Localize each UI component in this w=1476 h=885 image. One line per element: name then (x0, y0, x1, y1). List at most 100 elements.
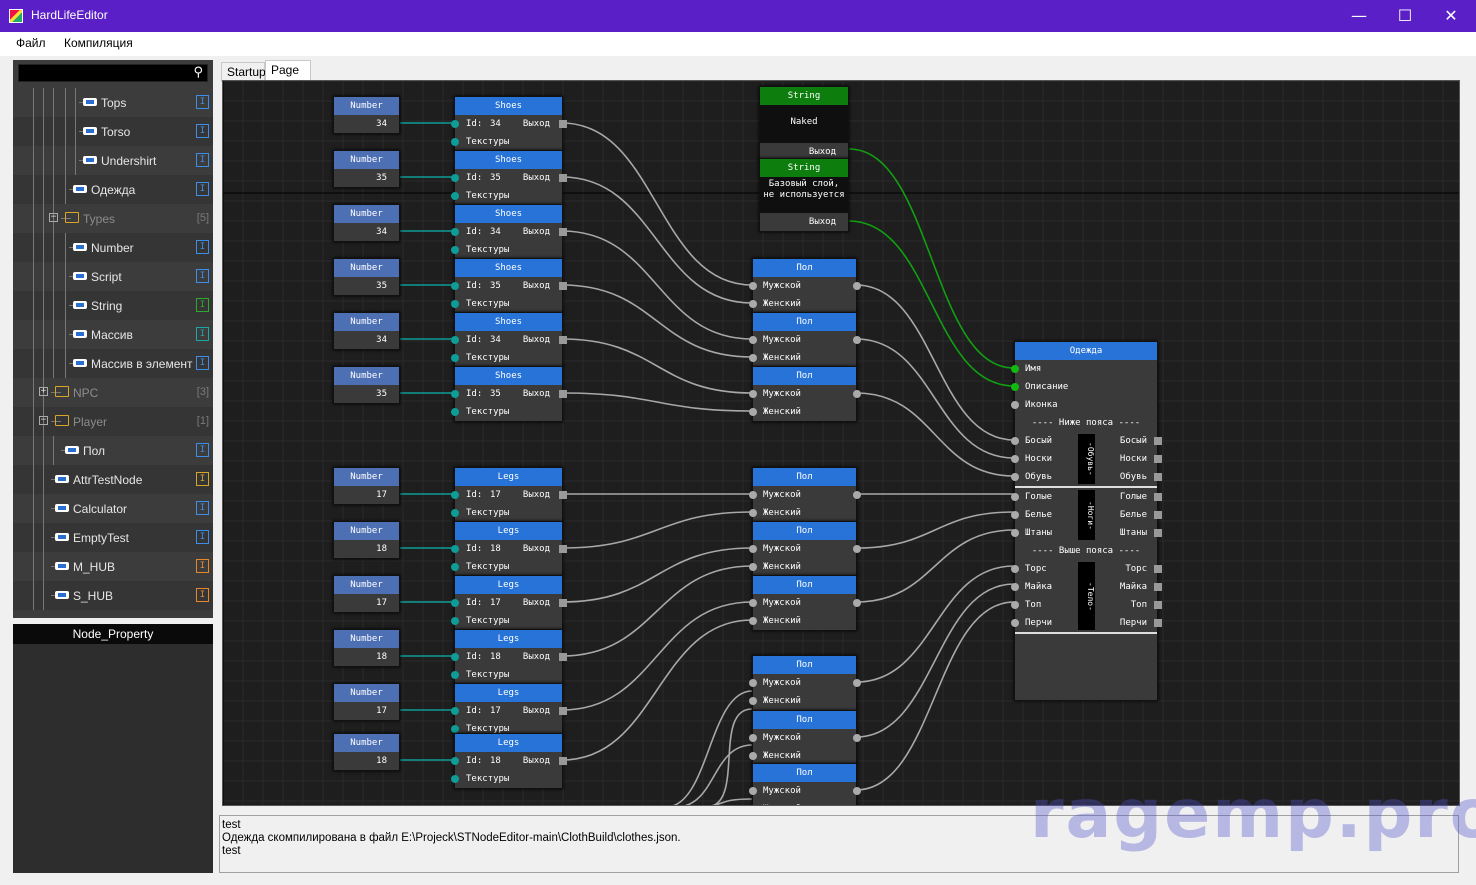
tab-startup[interactable]: Startup (221, 62, 266, 82)
input-port[interactable] (451, 282, 459, 290)
output-port[interactable] (853, 282, 861, 290)
output-port[interactable] (1154, 437, 1162, 445)
close-button[interactable]: ✕ (1444, 6, 1458, 25)
input-port[interactable] (1011, 601, 1019, 609)
input-port[interactable] (1011, 383, 1019, 391)
input-port[interactable] (749, 734, 757, 742)
collapse-icon[interactable]: − (49, 212, 58, 222)
input-port[interactable] (749, 752, 757, 760)
input-port[interactable] (451, 545, 459, 553)
output-port[interactable] (559, 545, 567, 553)
output-port[interactable] (853, 787, 861, 795)
search-icon[interactable]: ⚲ (193, 65, 203, 80)
output-port[interactable] (559, 336, 567, 344)
input-port[interactable] (451, 757, 459, 765)
output-port[interactable] (853, 390, 861, 398)
input-port[interactable] (749, 408, 757, 416)
output-port[interactable] (1154, 529, 1162, 537)
input-port[interactable] (749, 617, 757, 625)
output-port[interactable] (1154, 493, 1162, 501)
output-port[interactable] (559, 653, 567, 661)
input-port[interactable] (1011, 473, 1019, 481)
tree-item-npc[interactable]: +NPC[3] (13, 378, 213, 407)
input-port[interactable] (749, 805, 757, 806)
menu-compile[interactable]: Компиляция (64, 36, 133, 50)
input-port[interactable] (1011, 619, 1019, 627)
maximize-button[interactable]: ☐ (1397, 6, 1413, 25)
input-port[interactable] (749, 390, 757, 398)
input-port[interactable] (451, 336, 459, 344)
input-port[interactable] (749, 697, 757, 705)
input-port[interactable] (1011, 565, 1019, 573)
input-port[interactable] (749, 679, 757, 687)
output-port[interactable] (1154, 601, 1162, 609)
output-port[interactable] (1154, 455, 1162, 463)
output-port[interactable] (559, 390, 567, 398)
input-port[interactable] (451, 491, 459, 499)
input-port[interactable] (749, 787, 757, 795)
output-port[interactable] (559, 707, 567, 715)
minimize-button[interactable]: — (1351, 6, 1367, 25)
input-port[interactable] (451, 300, 459, 308)
input-port[interactable] (451, 120, 459, 128)
input-port[interactable] (451, 174, 459, 182)
input-port[interactable] (749, 509, 757, 517)
output-port[interactable] (559, 491, 567, 499)
input-port[interactable] (1011, 529, 1019, 537)
input-port[interactable] (451, 138, 459, 146)
output-port[interactable] (559, 228, 567, 236)
output-port[interactable] (559, 599, 567, 607)
menu-file[interactable]: Файл (16, 36, 46, 50)
input-port[interactable] (451, 563, 459, 571)
input-port[interactable] (451, 725, 459, 733)
input-port[interactable] (451, 228, 459, 236)
output-port[interactable] (853, 336, 861, 344)
output-port[interactable] (853, 679, 861, 687)
tab-page[interactable]: Page (265, 60, 311, 82)
input-port[interactable] (749, 491, 757, 499)
input-port[interactable] (1011, 455, 1019, 463)
output-port[interactable] (853, 491, 861, 499)
output-port[interactable] (559, 120, 567, 128)
input-port[interactable] (1011, 511, 1019, 519)
output-port[interactable] (1154, 619, 1162, 627)
input-port[interactable] (749, 563, 757, 571)
output-port[interactable] (559, 174, 567, 182)
input-port[interactable] (1011, 365, 1019, 373)
expand-icon[interactable]: + (39, 386, 48, 396)
input-port[interactable] (451, 354, 459, 362)
output-port[interactable] (1154, 511, 1162, 519)
